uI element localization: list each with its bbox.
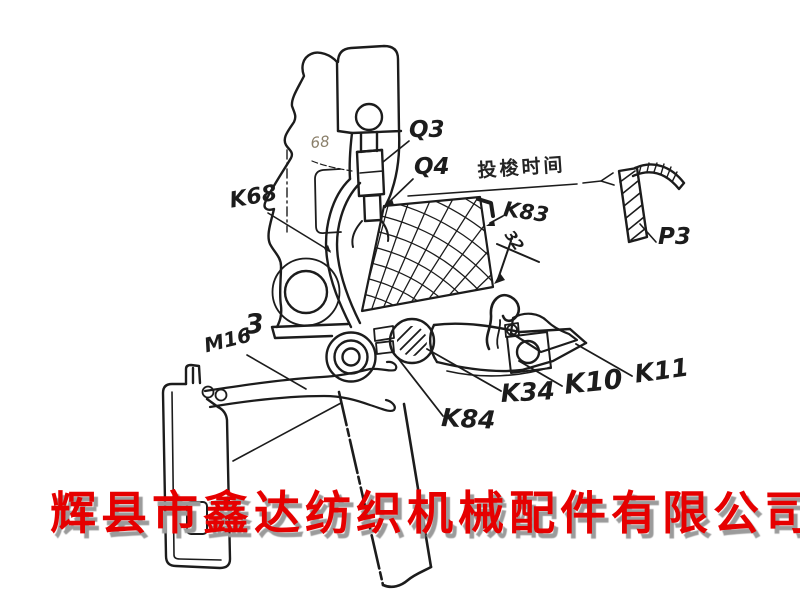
label-q4: Q4	[414, 154, 450, 180]
whip-band	[324, 177, 362, 329]
hook-latch	[485, 294, 579, 354]
mounting-bracket	[161, 360, 398, 570]
label-k84: K84	[440, 403, 497, 435]
picking-stick-p3	[407, 162, 686, 244]
label-3: 3	[243, 308, 266, 341]
label-k11: K11	[632, 352, 691, 389]
leader-lines	[246, 140, 633, 417]
picker-stick	[337, 390, 433, 589]
label-k10: K10	[562, 363, 625, 401]
slider-assembly	[351, 130, 390, 248]
label-k34: K34	[499, 376, 556, 408]
lever-arm	[429, 322, 588, 377]
pivot-cluster	[325, 317, 436, 383]
frame-body	[263, 44, 403, 340]
watermark-company-name: 辉县市鑫达纺织机械配件有限公司	[50, 488, 800, 539]
label-p3: P3	[658, 224, 691, 250]
arrowheads	[324, 199, 505, 284]
label-68: 68	[309, 132, 331, 152]
label-q3: Q3	[409, 117, 445, 143]
